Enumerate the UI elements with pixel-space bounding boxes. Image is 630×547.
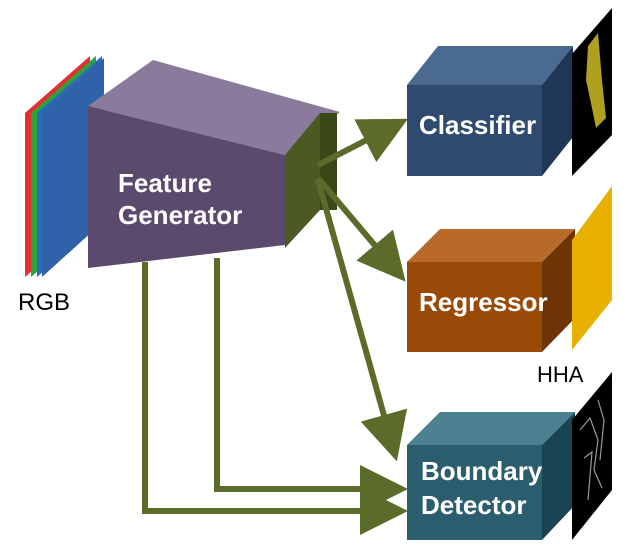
boundary-edges bbox=[579, 399, 605, 501]
arrow-to-boundary-detector bbox=[315, 179, 408, 462]
boundary-detector-front bbox=[407, 445, 542, 540]
segmentation-mask bbox=[586, 33, 606, 128]
classifier-label: Classifier bbox=[419, 110, 536, 140]
arrow-skip-2 bbox=[142, 262, 408, 535]
regressor-label: Regressor bbox=[419, 287, 548, 317]
feature-generator: Feature Generator bbox=[88, 60, 340, 268]
boundary-detector-label-line1: Boundary bbox=[421, 456, 543, 486]
regressor-side bbox=[542, 229, 575, 352]
hha-output bbox=[572, 186, 612, 350]
feature-generator-label-line1: Feature bbox=[118, 168, 212, 198]
boundary-detector-box: Boundary Detector bbox=[407, 412, 575, 540]
classifier-side bbox=[542, 46, 573, 176]
classifier-output bbox=[572, 8, 612, 176]
boundary-detector-label-line2: Detector bbox=[421, 490, 526, 520]
feature-generator-label-line2: Generator bbox=[118, 200, 242, 230]
boundary-detector-top bbox=[407, 412, 575, 445]
boundary-detector-side bbox=[542, 412, 575, 540]
regressor-front bbox=[407, 262, 542, 352]
rgb-label: RGB bbox=[18, 289, 70, 316]
classifier-box: Classifier bbox=[407, 46, 573, 176]
classifier-top bbox=[407, 46, 573, 85]
classifier-front bbox=[407, 85, 542, 176]
regressor-box: Regressor bbox=[407, 229, 575, 352]
arrow-to-regressor bbox=[315, 176, 406, 282]
arrow-skip-1 bbox=[214, 258, 408, 513]
boundary-output bbox=[572, 372, 612, 540]
hha-label: HHA bbox=[537, 362, 584, 387]
regressor-top bbox=[407, 229, 575, 262]
rgb-input bbox=[25, 56, 104, 277]
feature-generator-front bbox=[88, 106, 285, 268]
feature-map-front bbox=[285, 113, 320, 248]
arrow-to-classifier bbox=[316, 118, 409, 168]
arrows bbox=[142, 118, 409, 535]
feature-generator-top bbox=[88, 60, 340, 155]
